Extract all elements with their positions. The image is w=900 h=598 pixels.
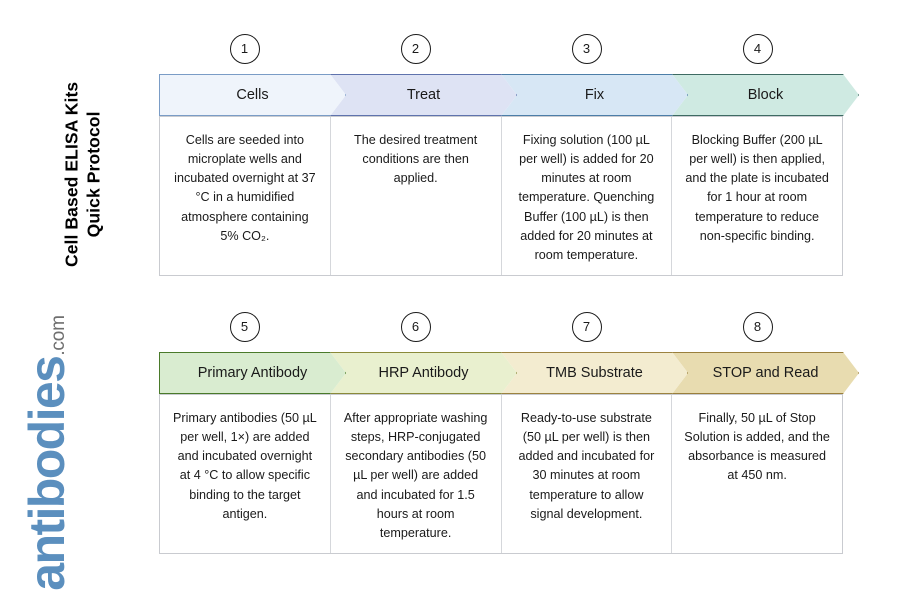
left-rail: Cell Based ELISA Kits Quick Protocol ant… [0,0,150,594]
step-description-text: Ready-to-use substrate (50 µL per well) … [518,411,655,521]
step-description-cell: After appropriate washing steps, HRP-con… [331,395,502,553]
step-number-strip: 1 2 3 4 [159,34,843,74]
step-number-badge: 8 [742,312,773,342]
page-title: Cell Based ELISA Kits Quick Protocol [61,81,104,268]
step-description-text: The desired treatment conditions are the… [354,133,478,186]
process-step-chevron[interactable]: TMB Substrate [501,352,688,394]
step-description-cell: The desired treatment conditions are the… [331,117,502,275]
step-description-text: Finally, 50 µL of Stop Solution is added… [684,411,830,483]
process-step-label: Treat [406,87,441,103]
step-number-strip: 5 6 7 8 [159,312,843,352]
step-description-cell: Ready-to-use substrate (50 µL per well) … [502,395,673,553]
step-description-cell: Finally, 50 µL of Stop Solution is added… [672,395,842,553]
chevron-strip: Cells Treat Fix Block [159,74,843,116]
process-step-chevron[interactable]: Treat [330,74,517,116]
step-description-text: Fixing solution (100 µL per well) is add… [518,133,655,262]
step-number-badge: 7 [571,312,602,342]
process-step-chevron[interactable]: Primary Antibody [159,352,346,394]
step-description-cell: Cells are seeded into microplate wells a… [160,117,331,275]
process-step-label: Fix [584,87,605,103]
process-step-label: TMB Substrate [546,365,643,381]
process-step-chevron[interactable]: STOP and Read [672,352,859,394]
step-number-badge: 3 [571,34,602,64]
step-number-badge: 1 [229,34,260,64]
process-step-label: Block [747,87,784,103]
process-step-label: STOP and Read [712,365,819,381]
step-description-cell: Fixing solution (100 µL per well) is add… [502,117,673,275]
step-number-badge: 2 [400,34,431,64]
brand-name: antibodies [19,356,75,591]
step-description-text: Blocking Buffer (200 µL per well) is the… [685,133,829,243]
process-step-label: Primary Antibody [197,365,308,381]
step-description-row: Primary antibodies (50 µL per well, 1×) … [159,394,843,554]
step-description-text: After appropriate washing steps, HRP-con… [343,411,488,540]
process-step-chevron[interactable]: Cells [159,74,346,116]
step-number-badge: 4 [742,34,773,64]
brand-tld: .com [48,315,69,356]
step-description-cell: Primary antibodies (50 µL per well, 1×) … [160,395,331,553]
step-description-text: Primary antibodies (50 µL per well, 1×) … [172,411,317,521]
step-description-cell: Blocking Buffer (200 µL per well) is the… [672,117,842,275]
process-step-label: HRP Antibody [378,365,469,381]
process-step-chevron[interactable]: Fix [501,74,688,116]
process-step-label: Cells [236,87,269,103]
step-description-text: Cells are seeded into microplate wells a… [174,133,316,243]
step-number-badge: 5 [229,312,260,342]
step-description-row: Cells are seeded into microplate wells a… [159,116,843,276]
step-number-badge: 6 [400,312,431,342]
process-step-chevron[interactable]: Block [672,74,859,116]
process-step-chevron[interactable]: HRP Antibody [330,352,517,394]
chevron-strip: Primary Antibody HRP Antibody TMB Substrat… [159,352,843,394]
brand-logo: antibodies .com [19,308,92,598]
